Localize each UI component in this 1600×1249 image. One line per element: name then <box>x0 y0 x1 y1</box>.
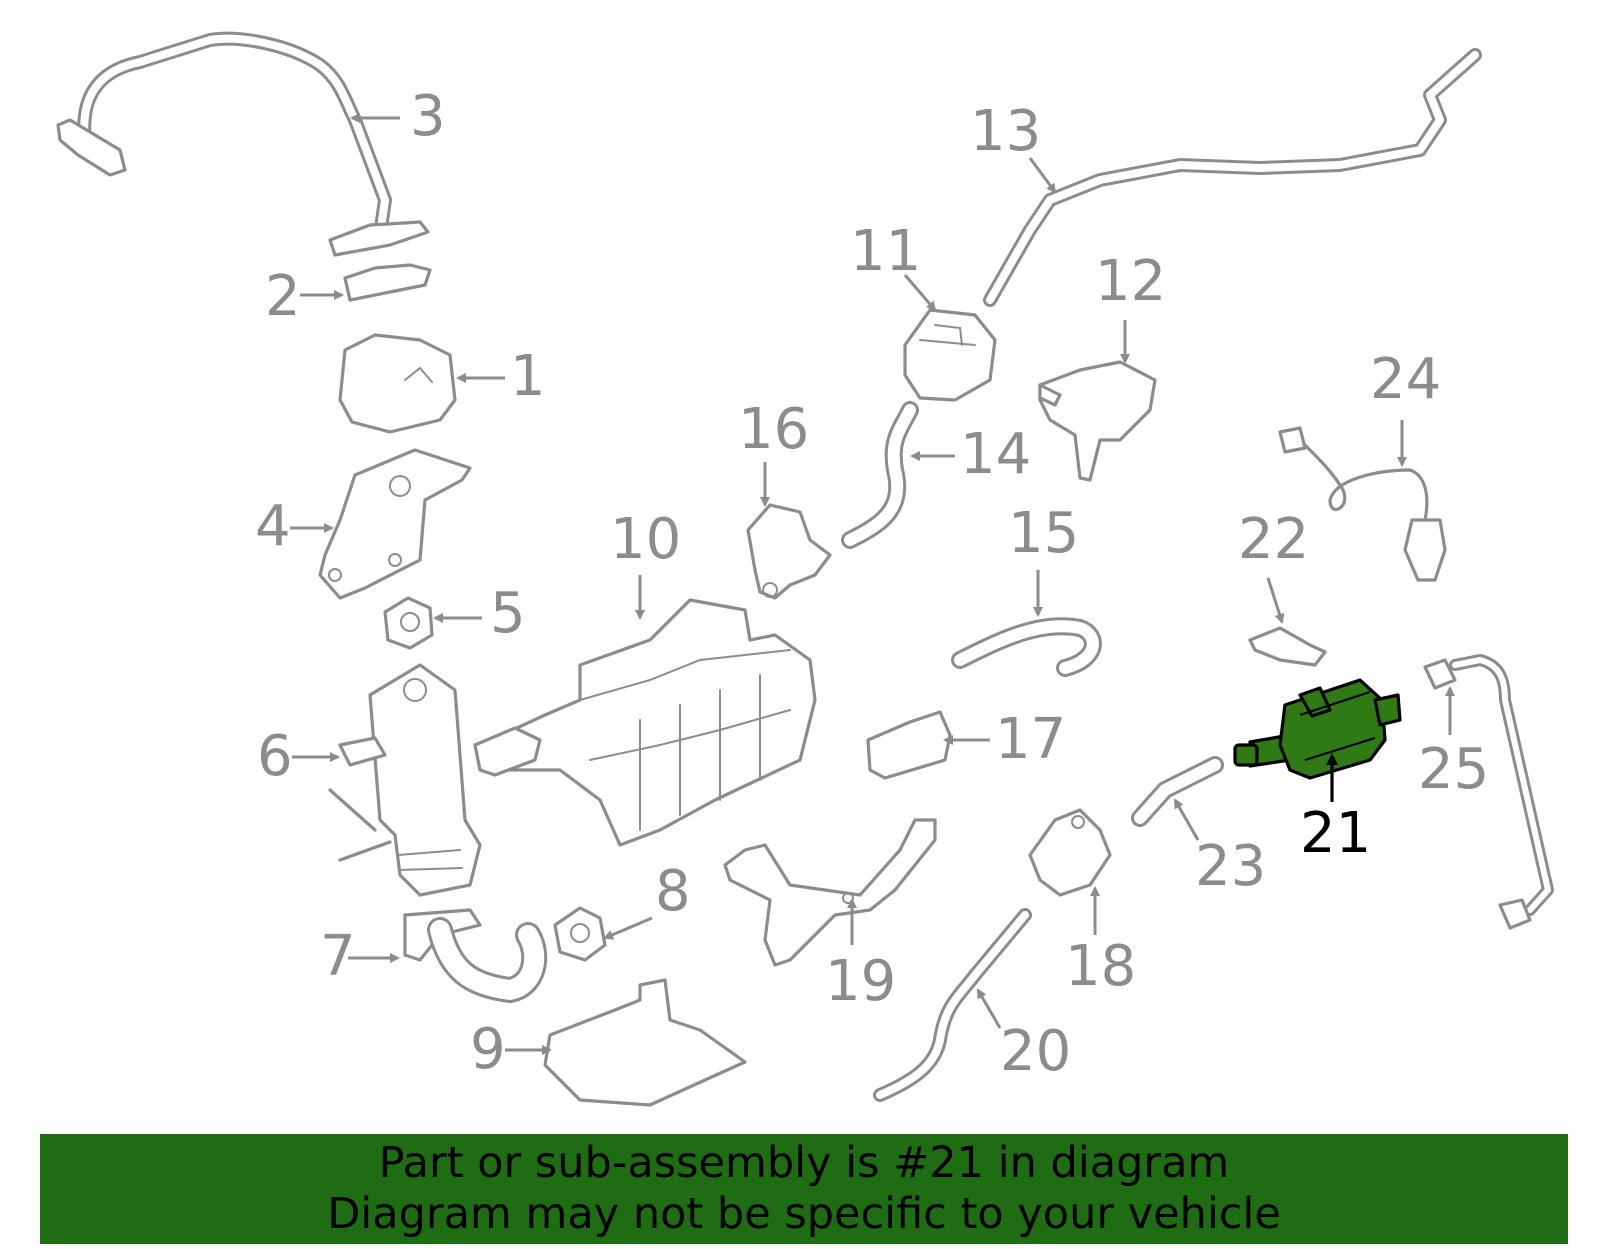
callout-8: 8 <box>655 859 691 924</box>
part-7-egr-tube[interactable] <box>403 908 548 1003</box>
callout-23: 23 <box>1195 834 1266 899</box>
part-15-hose[interactable] <box>951 617 1102 677</box>
callout-15: 15 <box>1008 501 1079 566</box>
part-1-egr-valve[interactable] <box>338 333 457 434</box>
part-8-gasket[interactable] <box>553 906 607 962</box>
part-14-hose[interactable] <box>841 401 919 549</box>
callout-21-highlighted: 21 <box>1300 801 1371 866</box>
callout-20: 20 <box>1000 1019 1071 1084</box>
callout-24: 24 <box>1370 347 1441 412</box>
part-4-bracket[interactable] <box>318 448 472 600</box>
part-17-sensor[interactable] <box>866 710 952 780</box>
callout-4: 4 <box>255 494 291 559</box>
part-11-vapor-valve[interactable] <box>903 308 997 402</box>
part-6-egr-cooler[interactable] <box>328 663 482 897</box>
part-2-gasket[interactable] <box>343 263 432 302</box>
callout-22: 22 <box>1238 507 1309 572</box>
callout-labels: 3 2 1 4 5 6 7 8 9 10 11 12 13 14 15 16 1… <box>255 84 1489 1084</box>
part-24-oxygen-sensor[interactable] <box>1278 426 1447 582</box>
callout-1: 1 <box>510 344 546 409</box>
part-23-hose[interactable] <box>1131 756 1224 827</box>
callout-3: 3 <box>410 84 446 149</box>
part-10-charcoal-canister[interactable] <box>473 598 817 847</box>
part-25-oxygen-sensor[interactable] <box>1423 654 1554 930</box>
callout-6: 6 <box>257 724 293 789</box>
callout-10: 10 <box>610 507 681 572</box>
part-12-bracket-valve[interactable] <box>1038 360 1157 482</box>
callout-18: 18 <box>1065 934 1136 999</box>
callout-16: 16 <box>738 397 809 462</box>
parts-diagram: 3 2 1 4 5 6 7 8 9 10 11 12 13 14 15 16 1… <box>56 31 1554 1107</box>
callout-7: 7 <box>320 924 356 989</box>
part-9-heat-shield[interactable] <box>543 978 747 1107</box>
callout-11: 11 <box>850 219 921 284</box>
banner-line-part: Part or sub-assembly is #21 in diagram <box>378 1138 1230 1188</box>
part-3-egr-pipe[interactable] <box>56 31 430 257</box>
part-22-bracket[interactable] <box>1248 626 1327 667</box>
callout-13: 13 <box>970 99 1041 164</box>
part-16-solenoid[interactable] <box>746 503 832 600</box>
callout-19: 19 <box>825 949 896 1014</box>
callout-17: 17 <box>995 707 1066 772</box>
callout-12: 12 <box>1095 249 1166 314</box>
callout-9: 9 <box>470 1017 506 1082</box>
callout-2: 2 <box>265 264 301 329</box>
callout-5: 5 <box>490 581 526 646</box>
callout-14: 14 <box>960 422 1031 487</box>
part-21-highlighted-valve[interactable] <box>1233 678 1402 780</box>
part-19-bracket[interactable] <box>723 818 937 967</box>
callout-leaders <box>290 113 1455 1055</box>
part-18-valve[interactable] <box>1028 808 1112 897</box>
part-info-banner: Part or sub-assembly is #21 in diagram D… <box>40 1134 1568 1244</box>
part-13-purge-line[interactable] <box>983 48 1482 307</box>
banner-line-disclaimer: Diagram may not be specific to your vehi… <box>327 1189 1281 1239</box>
part-20-hose[interactable] <box>873 908 1032 1102</box>
callout-25: 25 <box>1418 737 1489 802</box>
part-5-gasket[interactable] <box>383 596 434 650</box>
